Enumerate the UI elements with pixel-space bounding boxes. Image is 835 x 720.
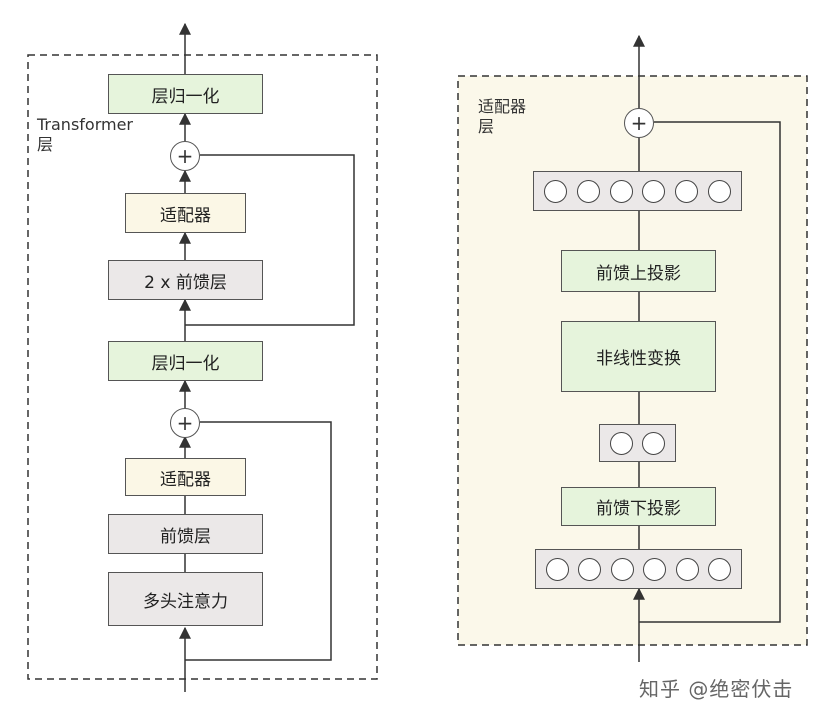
transformer-layer-title: Transformer 层 — [37, 115, 134, 154]
neuron-node — [642, 179, 666, 203]
residual-skip-top — [185, 154, 355, 326]
adapter-bottom-block: 适配器 — [125, 458, 246, 496]
residual-skip-bottom — [185, 421, 332, 661]
neuron-node — [545, 557, 569, 581]
down-projection-block: 前馈下投影 — [561, 487, 716, 526]
up-projection-block: 前馈上投影 — [561, 250, 716, 292]
neuron-node — [643, 557, 667, 581]
layer-norm-mid-block: 层归一化 — [108, 341, 263, 381]
ffn-block: 前馈层 — [108, 514, 263, 554]
neuron-node — [642, 431, 666, 455]
layer-norm-top-block: 层归一化 — [108, 74, 263, 114]
neuron-node — [675, 557, 699, 581]
ffn-x2-block: 2 x 前馈层 — [108, 260, 263, 300]
neuron-node — [576, 179, 600, 203]
transformer-layer-frame — [27, 54, 378, 680]
neuron-node — [708, 179, 732, 203]
neuron-node — [675, 179, 699, 203]
add-icon-top: + — [170, 141, 200, 171]
add-icon-bottom: + — [170, 408, 200, 438]
adapter-add-icon: + — [624, 108, 654, 138]
neuron-node — [578, 557, 602, 581]
multi-head-attention-block: 多头注意力 — [108, 572, 263, 626]
neuron-node — [609, 431, 633, 455]
neuron-node — [708, 557, 732, 581]
middle-neuron-row — [599, 424, 676, 462]
neuron-node — [609, 179, 633, 203]
bottom-neuron-row — [535, 549, 742, 589]
neuron-node — [543, 179, 567, 203]
adapter-layer-title: 适配器 层 — [478, 97, 527, 136]
adapter-residual-skip — [639, 121, 781, 623]
top-neuron-row — [533, 171, 742, 211]
neuron-node — [610, 557, 634, 581]
watermark-text: 知乎 @绝密伏击 — [639, 677, 794, 701]
nonlinearity-block: 非线性变换 — [561, 321, 716, 392]
adapter-top-block: 适配器 — [125, 193, 246, 233]
